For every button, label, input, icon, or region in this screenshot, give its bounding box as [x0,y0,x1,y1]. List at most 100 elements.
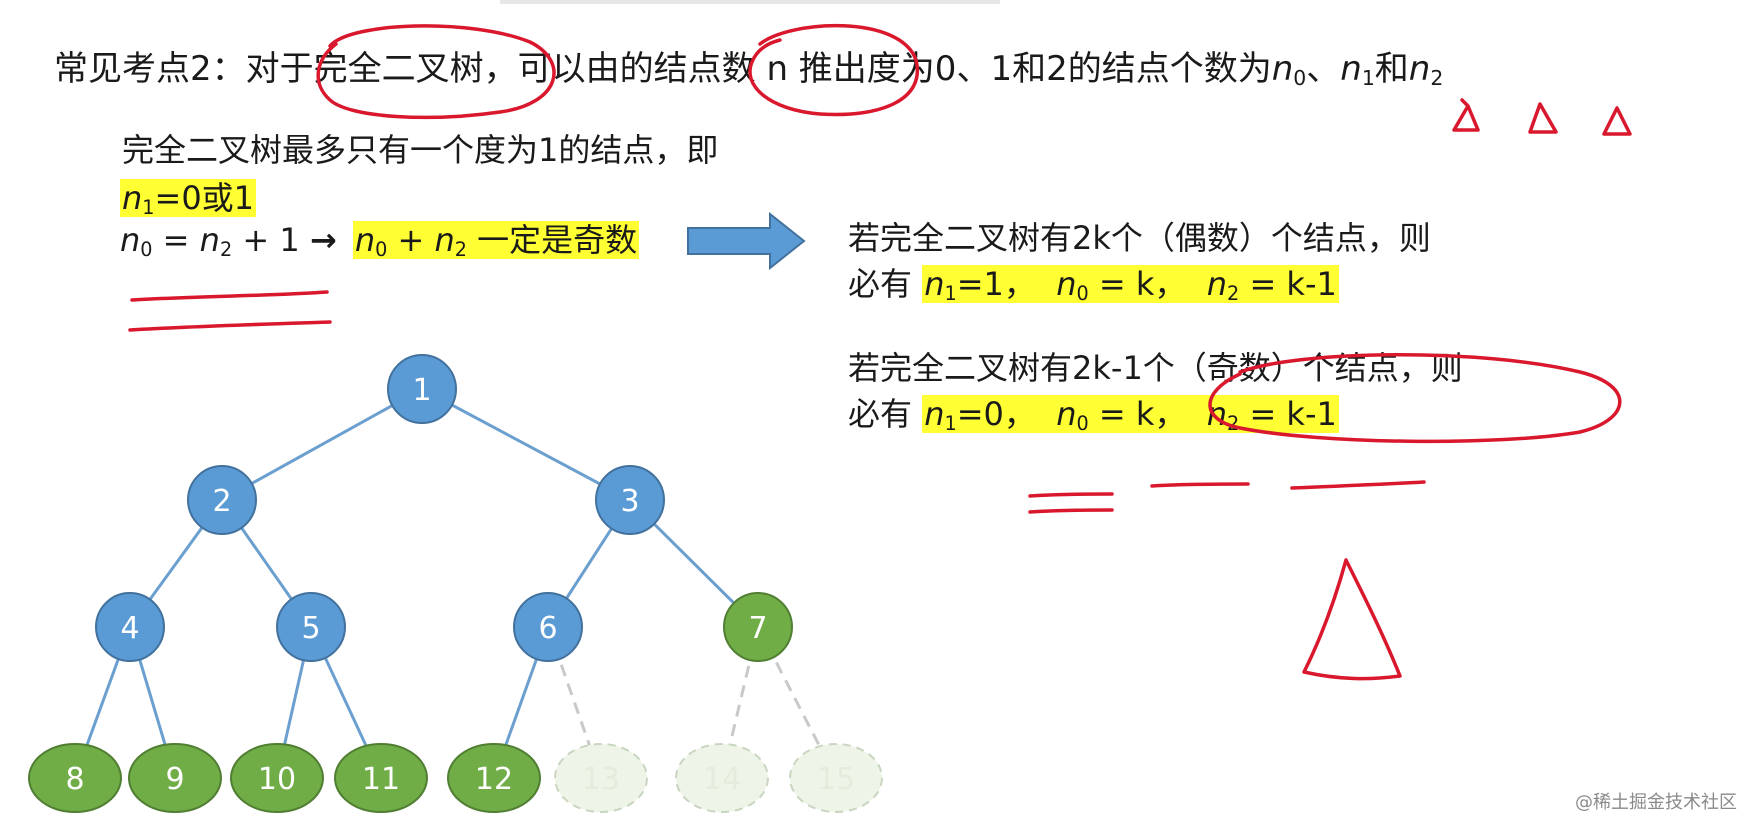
header-and: 和 [1374,49,1409,89]
even-eq2-var: n [1056,265,1077,303]
triangle-n2 [1602,106,1632,136]
watermark: @稀土掘金技术社区 [1575,792,1737,813]
tree-node-13: 13 [554,743,648,813]
tree-node-3-shape [595,465,665,535]
odd-eq3-rest: = k-1 [1239,395,1337,433]
odd-eq1-var: n [924,395,945,433]
tree-node-4-label: 4 [120,611,139,646]
header-term-count: 结点数 n [653,49,788,89]
odd-eq2-sub: 0 [1076,411,1089,435]
header-n2: n [1408,49,1431,89]
odd-eq1-sub: 1 [944,411,957,435]
left-eq: = [152,221,200,259]
even-eq1-rest: =1， [956,265,1036,303]
header-comma-mid: ，可以由的 [483,49,654,89]
tree-node-13-label: 13 [582,762,620,797]
even-eq2-rest: = k， [1088,265,1187,303]
hl-text: 一定是奇数 [466,221,638,259]
even-eq3-rest: = k-1 [1239,265,1337,303]
tree-node-11: 11 [334,743,428,813]
odd-eq1-rest: =0， [956,395,1036,433]
header-n0-sub: 0 [1293,66,1307,91]
tree-node-2: 2 [187,465,257,535]
underline-formula-1 [130,290,329,302]
tree-node-5-shape [276,592,346,662]
tree-node-12-label: 12 [475,762,513,797]
left-n1-sub: 1 [142,195,155,219]
tree-node-11-shape [334,743,428,813]
left-n2-var: n [199,221,220,259]
underline-formula-2 [128,320,332,332]
triangle-n0 [1452,98,1480,132]
tree-node-14: 14 [675,743,769,813]
tree-node-11-label: 11 [362,762,400,797]
n1-highlight: n1=0或1 [120,179,257,219]
tree-node-13-shape [554,743,648,813]
odd-highlight: n1=0， n0 = k， n2 = k-1 [922,395,1339,435]
tree-node-3-label: 3 [620,484,639,519]
tree-node-7-label: 7 [748,611,767,646]
top-strip [500,0,1000,4]
tree-node-12-shape [447,743,541,813]
left-line-1: 完全二叉树最多只有一个度为1的结点，即 [122,131,719,169]
tree-node-2-label: 2 [212,484,231,519]
odd-prefix: 必有 [848,395,923,433]
header-n1: n [1340,49,1362,89]
tree-node-6-shape [513,592,583,662]
header-suffix: 推出度为0、1和2的结点个数为 [788,49,1272,89]
hl-n2-sub: 2 [454,237,467,261]
circle-node-count [748,23,920,117]
header-sep: 、 [1306,49,1341,89]
tree-node-6-label: 6 [538,611,557,646]
left-n0-sub: 0 [140,237,153,261]
tree-node-10-label: 10 [258,762,296,797]
even-eq2-sub: 0 [1076,281,1089,305]
header-n0: n [1271,49,1294,89]
tree-node-1-shape [387,354,457,424]
implies-arrow: → [309,221,337,259]
tree-node-8-label: 8 [65,762,84,797]
header-n2-sub: 2 [1430,66,1444,91]
left-line-3: n0 = n2 + 1 → n0 + n2 一定是奇数 [120,221,640,261]
tree-node-6: 6 [513,592,583,662]
tree-node-3: 3 [595,465,665,535]
tree-node-14-shape [675,743,769,813]
hl-plus: + [387,221,435,259]
even-eq3-var: n [1206,265,1228,303]
ellipse-odd-case [1208,353,1622,444]
tree-node-1-label: 1 [412,373,431,408]
left-plus-one: + 1 [232,221,310,259]
block-arrow-icon [687,212,806,270]
even-case-line-1: 若完全二叉树有2k个（偶数）个结点，则 [848,219,1431,257]
underline-n1-a [1028,492,1114,498]
even-prefix: 必有 [848,265,923,303]
tree-node-5: 5 [276,592,346,662]
tree-node-5-label: 5 [301,611,320,646]
big-triangle [1302,558,1402,681]
tree-edge-1-3 [421,387,631,502]
tree-node-10: 10 [230,743,324,813]
tree-node-12: 12 [447,743,541,813]
hl-n2-var: n [434,221,455,259]
header-term-tree: 完全二叉树 [313,49,484,89]
tree-node-14-label: 14 [703,762,741,797]
tree-node-10-shape [230,743,324,813]
even-eq1-var: n [924,265,945,303]
odd-sum-highlight: n0 + n2 一定是奇数 [352,221,640,261]
tree-node-2-shape [187,465,257,535]
even-highlight: n1=1， n0 = k， n2 = k-1 [922,265,1339,305]
hl-n0-sub: 0 [375,237,388,261]
tree-node-7-shape [723,592,793,662]
tree-node-7: 7 [723,592,793,662]
left-n0-var: n [120,221,141,259]
tree-node-1: 1 [387,354,457,424]
odd-case-line-2: 必有 n1=0， n0 = k， n2 = k-1 [848,395,1339,435]
tree-node-8: 8 [28,743,122,813]
triangle-n1 [1528,102,1558,134]
tree-node-15-label: 15 [817,762,855,797]
odd-eq2-var: n [1056,395,1077,433]
tree-node-9-label: 9 [165,762,184,797]
tree-node-15-shape [789,743,883,813]
circle-complete-binary-tree [316,24,556,120]
